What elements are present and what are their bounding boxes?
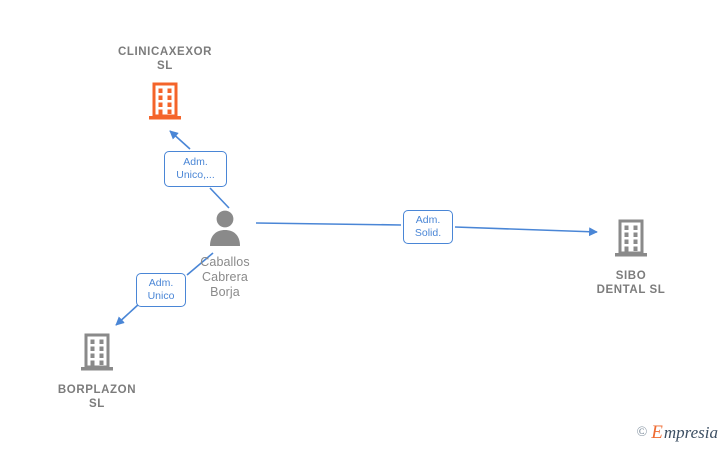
node-label-caballos-cabrera-borja: Caballos Cabrera Borja: [200, 255, 250, 299]
node-label-clinicaxexor: CLINICAXEXOR SL: [117, 46, 213, 72]
node-sibo-dental[interactable]: SIBO DENTAL SL: [551, 219, 711, 297]
watermark-brand-rest: mpresia: [663, 423, 718, 442]
watermark-brand-initial: E: [651, 422, 663, 443]
edge-person-to-admunico2-box: [186, 252, 214, 276]
relation-label-adm-unico-clinicaxexor[interactable]: Adm. Unico,...: [164, 151, 227, 187]
node-clinicaxexor[interactable]: CLINICAXEXOR SL: [85, 45, 245, 127]
relation-label-adm-solid-sibo[interactable]: Adm. Solid.: [403, 210, 453, 244]
copyright-icon: ©: [636, 424, 648, 440]
edge-admunico2-box-to-borplazon: [115, 302, 141, 326]
node-borplazon[interactable]: BORPLAZON SL: [17, 333, 177, 411]
person-icon: [207, 208, 243, 251]
building-icon: [614, 219, 648, 264]
edge-person-to-admunico-box: [209, 187, 230, 209]
edge-admunico-box-to-clinicaxexor: [169, 130, 191, 150]
node-label-sibo-dental: SIBO DENTAL SL: [596, 270, 666, 296]
node-label-borplazon: BORPLAZON SL: [57, 384, 137, 410]
relation-label-adm-unico-borplazon[interactable]: Adm. Unico: [136, 273, 186, 307]
building-icon: [80, 333, 114, 378]
edge-admsolid-box-to-sibo: [454, 226, 598, 237]
edge-person-to-admsolid-box: [255, 222, 402, 226]
empresia-watermark: © E mpresia: [637, 423, 718, 442]
node-caballos-cabrera-borja[interactable]: Caballos Cabrera Borja: [145, 208, 305, 300]
building-icon: [148, 82, 182, 127]
